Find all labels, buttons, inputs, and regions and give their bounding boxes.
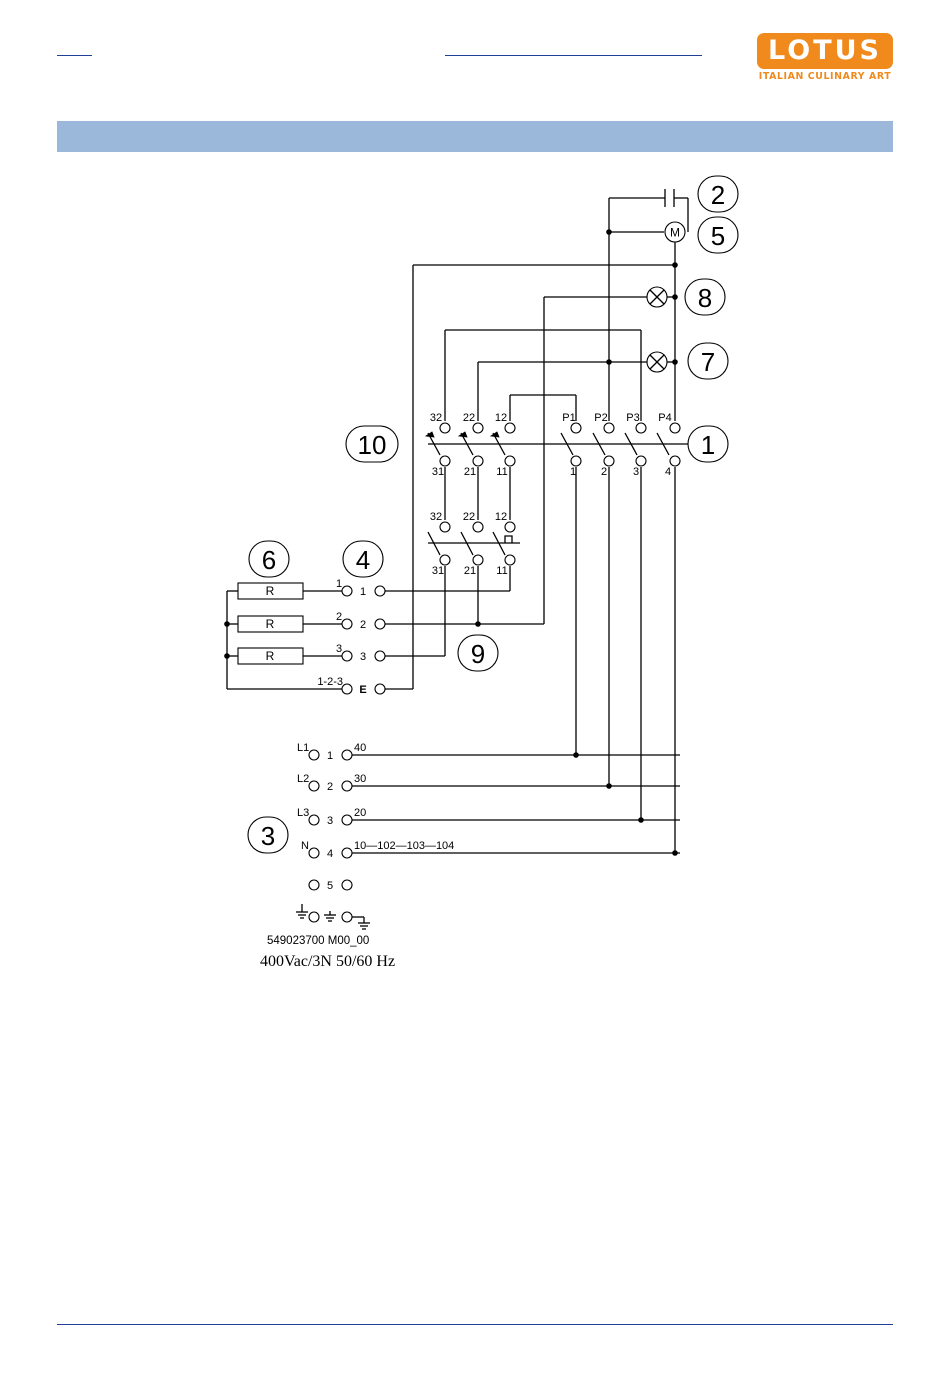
lower-switch-labels: 32 22 12 31 21 11 — [430, 511, 508, 577]
phase-n: N — [301, 840, 309, 852]
heater-terminal-block — [342, 586, 385, 694]
label-p2: P2 — [594, 412, 607, 424]
phase-l3: L3 — [297, 807, 309, 819]
callout-3: 3 — [261, 821, 275, 851]
label-lower-12: 12 — [495, 511, 507, 523]
phase-l2: L2 — [297, 773, 309, 785]
label-out-2: 2 — [601, 466, 607, 478]
num-2: 2 — [327, 781, 333, 793]
num-1: 1 — [327, 750, 333, 762]
phase-l1: L1 — [297, 742, 309, 754]
diagram-code: 549023700 M00_00 — [267, 935, 369, 947]
callout-8: 8 — [698, 283, 712, 313]
callout-5: 5 — [711, 221, 725, 251]
ground-icon — [296, 904, 370, 929]
label-12: 12 — [495, 412, 507, 424]
footer-rule — [57, 1324, 893, 1325]
label-lower-21: 21 — [464, 565, 476, 577]
label-lower-32: 32 — [430, 511, 442, 523]
num-5: 5 — [327, 880, 333, 892]
num-3: 3 — [327, 815, 333, 827]
label-p1: P1 — [562, 412, 575, 424]
callout-9: 9 — [471, 639, 485, 669]
heater-terminal-labels: 1 1 2 2 3 3 1-2-3 E — [317, 578, 366, 696]
callout-7: 7 — [701, 347, 715, 377]
heater-left-1: 1 — [336, 578, 342, 590]
callout-2: 2 — [711, 180, 725, 210]
wire-neutral: 10—102—103—104 — [354, 840, 454, 852]
label-31: 31 — [432, 466, 444, 478]
motor-label: M — [670, 226, 680, 240]
label-32: 32 — [430, 412, 442, 424]
label-lower-31: 31 — [432, 565, 444, 577]
callout-6: 6 — [262, 545, 276, 575]
label-p4: P4 — [658, 412, 671, 424]
resistor-label-3: R — [266, 649, 275, 663]
heater-left-2: 2 — [336, 611, 342, 623]
callout-4: 4 — [356, 545, 370, 575]
label-21: 21 — [464, 466, 476, 478]
wire-20: 20 — [354, 807, 366, 819]
label-22: 22 — [463, 412, 475, 424]
label-lower-22: 22 — [463, 511, 475, 523]
label-out-4: 4 — [665, 466, 671, 478]
label-11: 11 — [496, 466, 507, 478]
callout-10: 10 — [358, 430, 387, 460]
label-p3: P3 — [626, 412, 639, 424]
upper-switch-labels: 32 22 12 P1 P2 P3 P4 31 21 11 1 2 3 4 — [430, 412, 672, 478]
wire-30: 30 — [354, 773, 366, 785]
heater-right-3: 3 — [360, 651, 366, 663]
label-out-1: 1 — [570, 466, 576, 478]
capacitor-symbol — [665, 189, 674, 207]
callout-1: 1 — [701, 430, 715, 460]
heater-left-3: 3 — [336, 643, 342, 655]
lamp-7-symbol — [647, 352, 667, 372]
heater-left-e: 1-2-3 — [317, 676, 343, 688]
lamp-8-symbol — [647, 287, 667, 307]
heater-right-e: E — [359, 684, 366, 696]
callout-circles — [248, 176, 738, 853]
supply-terminal-block — [309, 750, 352, 922]
num-4: 4 — [327, 848, 333, 860]
supply-spec: 400Vac/3N 50/60 Hz — [260, 953, 395, 970]
resistor-label-1: R — [266, 584, 275, 598]
label-lower-11: 11 — [496, 565, 507, 577]
heater-right-2: 2 — [360, 619, 366, 631]
supply-terminal-labels: L1 1 40 L2 2 30 L3 3 20 N 4 10—102—103—1… — [297, 742, 454, 892]
motor-symbol: M — [665, 222, 685, 242]
resistor-labels: R R R — [266, 584, 275, 663]
wire-40: 40 — [354, 742, 366, 754]
resistor-label-2: R — [266, 617, 275, 631]
label-out-3: 3 — [633, 466, 639, 478]
heater-right-1: 1 — [360, 586, 366, 598]
